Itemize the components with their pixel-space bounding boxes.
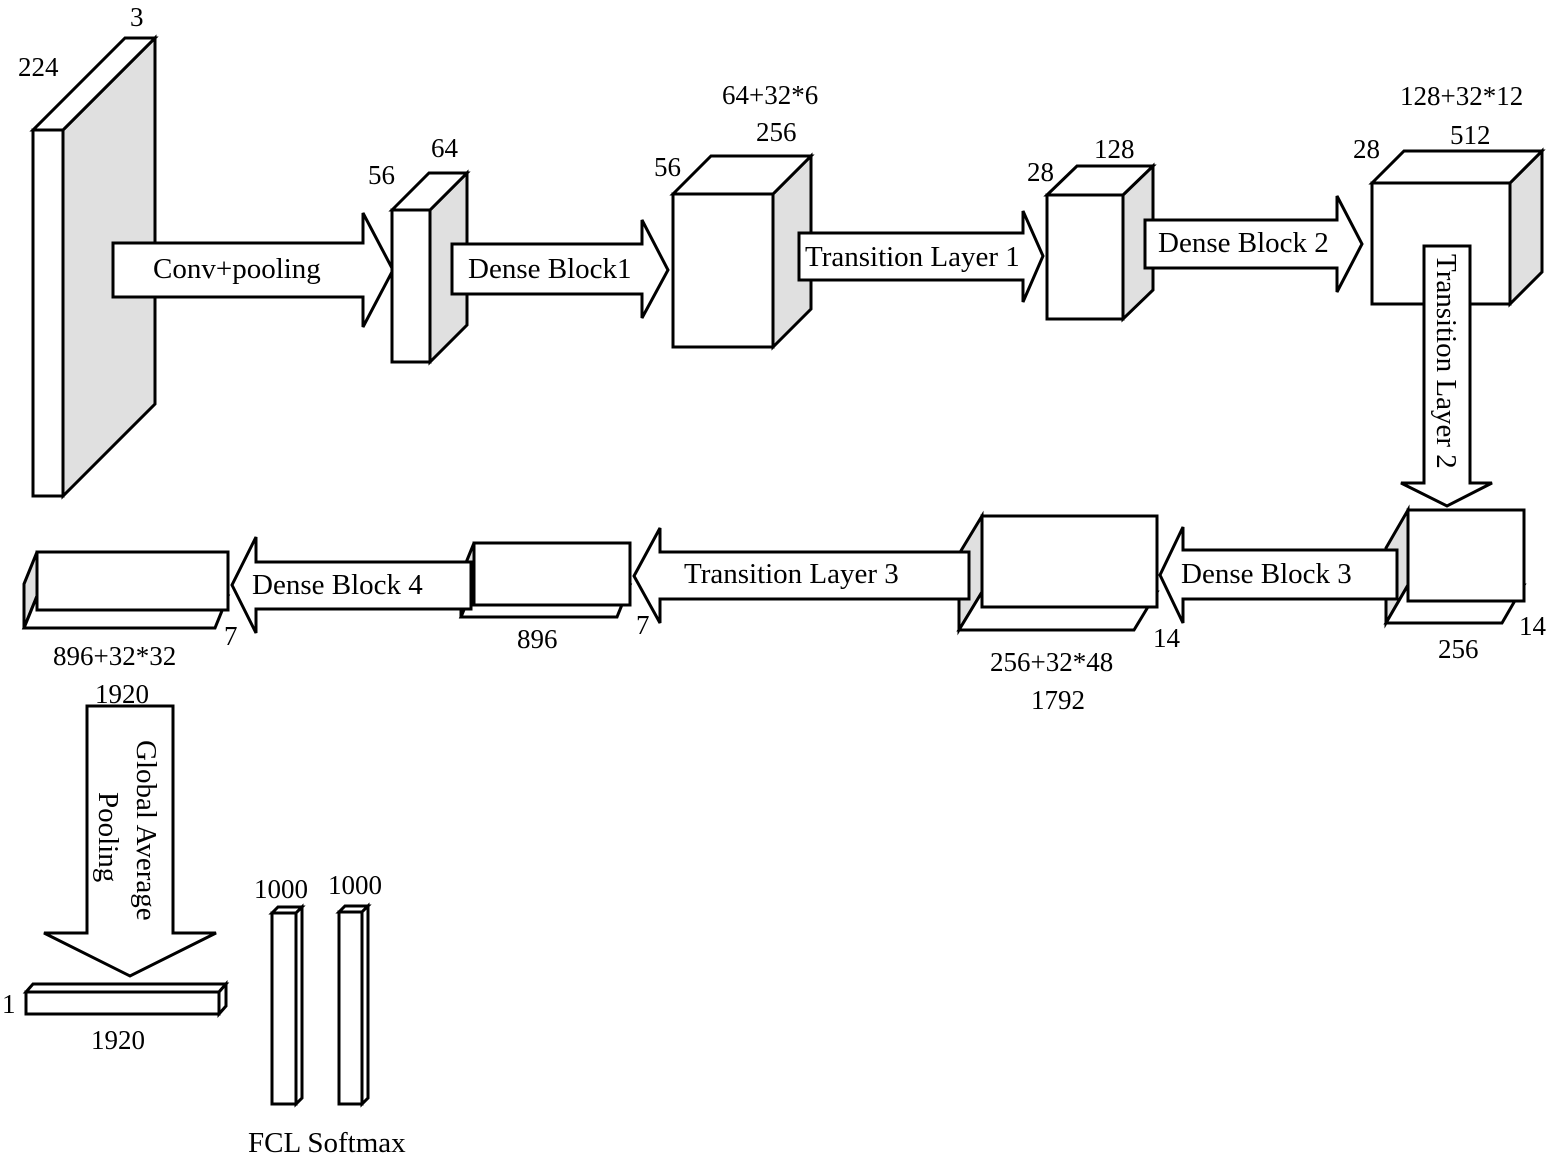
stage3-channels-label: 256 [1438, 634, 1479, 664]
dense-block-4-label: Dense Block 4 [252, 569, 423, 601]
feature-map-7x896 [458, 541, 633, 619]
dense-block-3-label: Dense Block 3 [1181, 558, 1352, 590]
transition-layer-2-label: Transition Layer 2 [1430, 254, 1462, 469]
fc-softmax-caption: FCL Softmax [248, 1127, 406, 1159]
feature-map-14x1792 [956, 510, 1160, 636]
feature-map-7x1920 [21, 550, 231, 630]
dense1-channels-label: 256 [756, 117, 797, 147]
dense2-size-label: 28 [1353, 134, 1380, 164]
pooled-vector [22, 980, 230, 1018]
stage2-channels-label: 128 [1094, 134, 1135, 164]
stage4-size-label: 7 [636, 610, 650, 640]
dense2-channels-label: 512 [1450, 120, 1491, 150]
conv-pooling-arrow [111, 212, 395, 328]
stage1-size-label: 56 [368, 160, 395, 190]
dense4-size-label: 7 [224, 621, 238, 651]
transition-layer-3-label: Transition Layer 3 [684, 558, 899, 590]
transition-layer-1-clip: Transition Layer 1 [805, 241, 1020, 273]
dense3-size-label: 14 [1153, 623, 1181, 653]
dense1-size-label: 56 [654, 152, 681, 182]
conv-pooling-label: Conv+pooling [153, 253, 321, 285]
stage1-channels-label: 64 [431, 133, 459, 163]
gap-label-line2: Pooling [92, 792, 124, 882]
dense2-formula-label: 128+32*12 [1400, 81, 1523, 111]
fc-units-label: 1000 [254, 874, 308, 904]
transition-layer-2-arrow [1400, 244, 1493, 508]
fc-layer-bar [268, 903, 306, 1108]
pooled-channels-label: 1920 [91, 1025, 145, 1055]
pooled-size-label: 1 [2, 989, 16, 1019]
dense-block-2-label: Dense Block 2 [1158, 227, 1329, 259]
transition-layer-1-label: Transition Layer 1 [805, 241, 1020, 273]
global-average-pooling-arrow [43, 704, 217, 978]
feature-map-56x256 [669, 152, 815, 351]
dense1-formula-label: 64+32*6 [722, 80, 818, 110]
stage3-size-label: 14 [1519, 611, 1547, 641]
dense-block-1-label: Dense Block1 [468, 253, 632, 285]
softmax-layer-bar [335, 902, 372, 1108]
feature-map-56x64 [388, 169, 471, 366]
dense3-formula-label: 256+32*48 [990, 647, 1113, 677]
softmax-units-label: 1000 [328, 870, 382, 900]
dense-block-2-arrow [1143, 195, 1364, 293]
input-volume [29, 34, 159, 500]
dense-block-1-arrow [450, 219, 670, 319]
stage4-channels-label: 896 [517, 624, 558, 654]
transition-layer-1-arrow [797, 210, 1045, 303]
dense4-channels-label: 1920 [95, 679, 149, 709]
stage2-size-label: 28 [1027, 157, 1054, 187]
dense3-channels-label: 1792 [1031, 685, 1085, 715]
input-channels-label: 3 [130, 2, 144, 32]
dense4-formula-label: 896+32*32 [53, 641, 176, 671]
feature-map-14x256 [1383, 504, 1527, 629]
dense-block-4-arrow [230, 536, 473, 634]
gap-label-line1: Global Average [130, 740, 162, 921]
input-height-label: 224 [18, 52, 59, 82]
feature-map-28x128 [1043, 162, 1157, 323]
transition-layer-3-arrow [632, 527, 971, 624]
dense-block-3-arrow [1158, 526, 1399, 624]
